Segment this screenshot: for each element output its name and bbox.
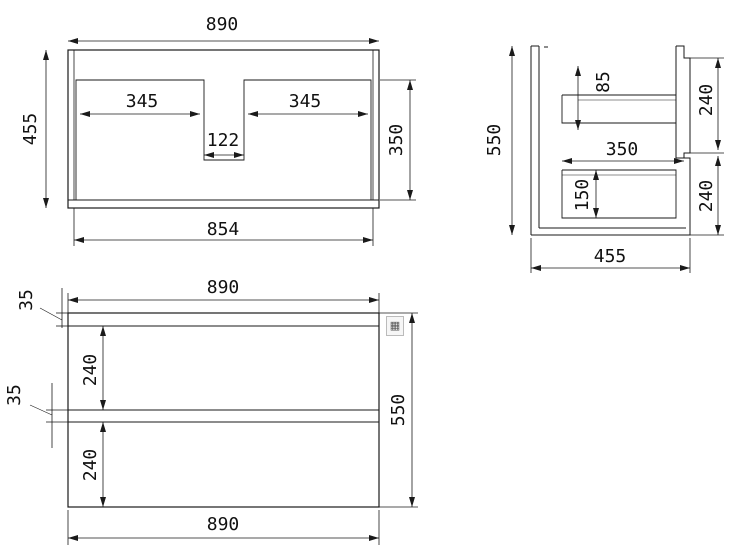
dim-150-lower-label: 150 (572, 179, 593, 212)
dim-240-upper-label: 240 (696, 84, 717, 117)
dim-240-front-upper-label: 240 (80, 354, 101, 387)
top-view: 890 455 345 345 122 350 854 (20, 14, 416, 246)
image-icon[interactable]: ▦ (386, 316, 404, 336)
dim-240-lower-label: 240 (696, 180, 717, 213)
dim-345-right-label: 345 (289, 91, 322, 112)
side-view-upper-front (675, 45, 691, 159)
dim-890-front-bottom-label: 890 (207, 514, 240, 535)
dim-350-inner-label: 350 (386, 124, 407, 157)
side-view-lower-front (684, 157, 691, 236)
dim-455-side-label: 455 (594, 246, 627, 267)
dim-550-front-label: 550 (388, 394, 409, 427)
top-view-outline (67, 49, 380, 209)
dim-leader-35-middle (29, 404, 53, 416)
dim-350-side-label: 350 (606, 139, 639, 160)
dim-35-middle-label: 35 (4, 384, 25, 406)
dim-35-top-label: 35 (16, 289, 37, 311)
dim-550-height-label: 550 (484, 124, 505, 157)
dim-85-upper-label: 85 (593, 71, 614, 93)
side-view-upper-drawer (561, 94, 677, 124)
dim-854-inner-label: 854 (207, 219, 240, 240)
dim-890-top-label: 890 (206, 14, 239, 35)
side-view: 550 455 350 240 240 85 150 (484, 45, 724, 273)
dim-890-front-top-label: 890 (207, 277, 240, 298)
front-view: 890 890 550 240 240 35 35 (4, 277, 418, 545)
top-view-basin-cutout (75, 79, 372, 200)
dim-455-depth-label: 455 (20, 113, 41, 146)
dim-122-gap-label: 122 (207, 130, 240, 151)
dim-345-left-label: 345 (126, 91, 159, 112)
side-view-lower-drawer (561, 169, 677, 219)
dim-leader-35-top (39, 307, 63, 321)
dim-240-front-lower-label: 240 (80, 449, 101, 482)
